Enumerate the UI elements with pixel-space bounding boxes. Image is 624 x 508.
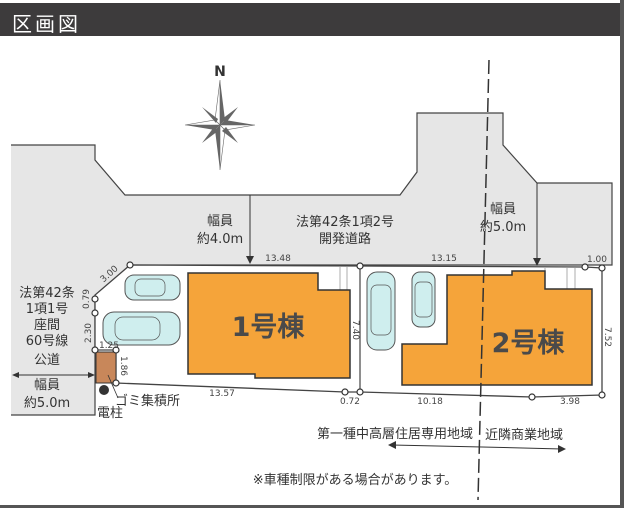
frame-edge xyxy=(0,505,624,508)
dimension-label: 13.15 xyxy=(431,254,457,264)
svg-text:約5.0m: 約5.0m xyxy=(24,396,70,411)
building-2-label: 2号棟 xyxy=(492,328,566,359)
dimension-label: 2.30 xyxy=(84,323,94,343)
dimension-label: 13.57 xyxy=(209,389,235,399)
svg-text:1項1号: 1項1号 xyxy=(26,302,69,317)
dimension-label: 1.00 xyxy=(587,255,607,265)
svg-text:座間: 座間 xyxy=(34,318,60,333)
zone-left-label: 第一種中高層住居専用地域 xyxy=(317,426,473,442)
north-road-name: 開発道路 xyxy=(319,231,371,247)
garbage-area xyxy=(95,351,117,384)
north-road-type: 法第42条1項2号 xyxy=(296,214,394,230)
car-icon xyxy=(366,271,396,351)
dimension-label: 7.52 xyxy=(602,327,612,347)
header-bar: 区画図 xyxy=(0,3,620,36)
north-label: N xyxy=(214,64,226,80)
svg-text:幅員: 幅員 xyxy=(34,378,60,393)
car-icon xyxy=(124,274,181,301)
dimension-label: 0.79 xyxy=(82,289,92,309)
frame-edge xyxy=(620,0,624,508)
ne-road-width-value: 約5.0m xyxy=(480,220,526,235)
north-road-width-value: 約4.0m xyxy=(197,232,243,247)
dimension-label: 1.25 xyxy=(99,341,119,351)
car-icon xyxy=(102,311,181,346)
vehicle-restriction-note: ※車種制限がある場合があります。 xyxy=(253,472,458,488)
svg-text:法第42条: 法第42条 xyxy=(19,285,75,301)
building-1 xyxy=(187,272,351,379)
west-road-label: 法第42条 1項1号 座間 60号線 公道 幅員 約5.0m xyxy=(19,285,75,411)
north-road-width-label: 幅員 xyxy=(207,214,233,229)
building-2 xyxy=(401,270,593,386)
dimension-label: 13.48 xyxy=(265,254,291,264)
pole-label: 電柱 xyxy=(97,406,123,421)
utility-pole-icon xyxy=(99,385,109,395)
dimension-label: 10.18 xyxy=(417,397,443,407)
dimension-label: 3.98 xyxy=(560,397,580,407)
dimension-label: 1.86 xyxy=(118,356,128,376)
ne-road-width-label: 幅員 xyxy=(490,202,516,217)
dimension-label: 7.40 xyxy=(350,320,360,340)
page-title: 区画図 xyxy=(12,12,81,36)
dimension-label: 0.72 xyxy=(340,397,360,407)
zone-right-label: 近隣商業地域 xyxy=(485,427,563,443)
garbage-label: ゴミ集積所 xyxy=(115,393,180,409)
car-icon xyxy=(411,271,436,328)
zone-boundary-line xyxy=(477,59,490,501)
compass-rose-icon xyxy=(184,79,256,171)
building-1-label: 1号棟 xyxy=(232,312,306,343)
svg-text:60号線: 60号線 xyxy=(26,333,69,349)
svg-text:公道: 公道 xyxy=(34,353,60,368)
